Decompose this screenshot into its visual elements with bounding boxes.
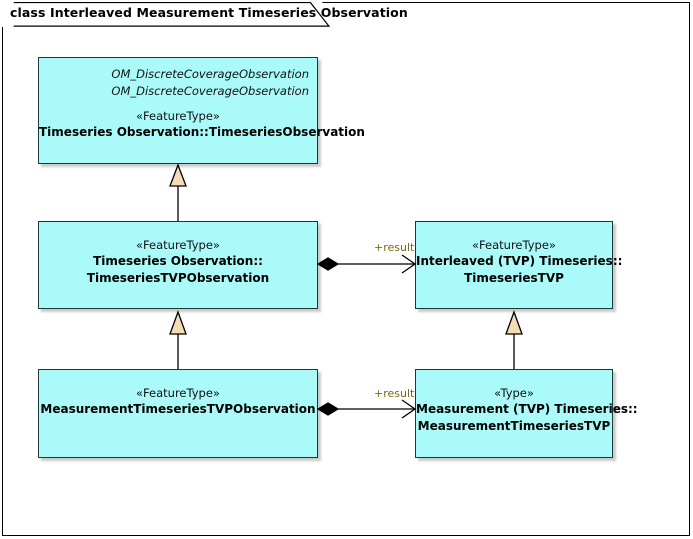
diagram-title: class Interleaved Measurement Timeseries… bbox=[10, 5, 408, 20]
class-name-line: Timeseries Observation:: bbox=[93, 254, 263, 268]
class-box-timeseries-tvp-observation[interactable]: «FeatureType» Timeseries Observation:: T… bbox=[38, 221, 318, 309]
class-spacer bbox=[39, 100, 317, 108]
inherited-feature-1: OM_DiscreteCoverageObservation bbox=[111, 67, 309, 81]
class-stereotype: «FeatureType» bbox=[472, 238, 556, 252]
class-name-line: Interleaved (TVP) Timeseries:: bbox=[416, 254, 623, 268]
class-box-measurement-tvp-timeseries-tvp[interactable]: «Type» Measurement (TVP) Timeseries:: Me… bbox=[415, 369, 638, 458]
class-name-line: MeasurementTimeseriesTVP bbox=[417, 419, 611, 433]
connector-label-result-upper: +result bbox=[374, 241, 415, 254]
class-stereotype: «FeatureType» bbox=[136, 386, 220, 400]
class-box-interleaved-tvp-timeseries-tvp[interactable]: «FeatureType» Interleaved (TVP) Timeseri… bbox=[415, 221, 623, 309]
class-box-timeseries-observation[interactable]: OM_DiscreteCoverageObservation OM_Discre… bbox=[38, 57, 365, 164]
class-name-line: Measurement (TVP) Timeseries:: bbox=[416, 402, 638, 416]
class-stereotype: «FeatureType» bbox=[136, 238, 220, 252]
class-name-line: TimeseriesTVP bbox=[464, 271, 564, 285]
class-stereotype: «FeatureType» bbox=[136, 109, 220, 123]
class-box-measurement-timeseries-tvp-observation[interactable]: «FeatureType» MeasurementTimeseriesTVPOb… bbox=[38, 369, 318, 458]
class-name-line: TimeseriesTVPObservation bbox=[86, 271, 270, 285]
class-name-line: MeasurementTimeseriesTVPObservation bbox=[40, 402, 316, 416]
inherited-feature-2: OM_DiscreteCoverageObservation bbox=[111, 84, 309, 98]
connector-label-result-lower: +result bbox=[374, 387, 415, 400]
class-name-line: Timeseries Observation::TimeseriesObserv… bbox=[39, 125, 365, 139]
class-stereotype: «Type» bbox=[494, 386, 534, 400]
